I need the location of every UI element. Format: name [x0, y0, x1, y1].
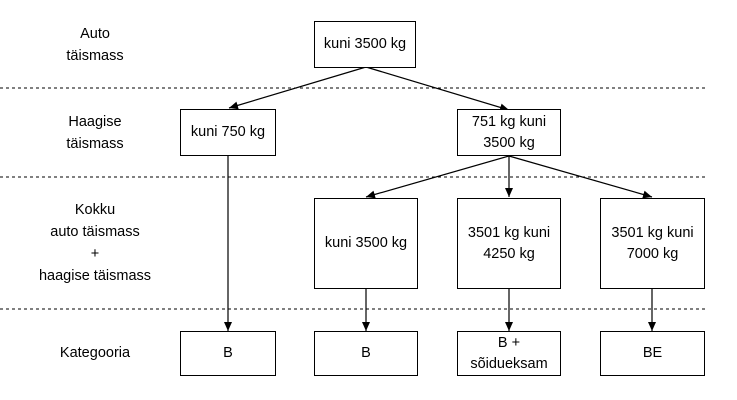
node-total-4250: 3501 kg kuni 4250 kg — [457, 198, 561, 289]
node-category-be: BE — [600, 331, 705, 376]
node-haagis-large: 751 kg kuni 3500 kg — [457, 109, 561, 156]
node-total-3500: kuni 3500 kg — [314, 198, 418, 289]
arrow-auto-to-haagis-small — [228, 66, 367, 110]
row-label-kokku: Kokku auto täismass + haagise täismass — [38, 202, 152, 284]
row-label-auto: Auto täismass — [66, 26, 124, 64]
node-category-b-exam: B + sõidueksam — [457, 331, 561, 376]
arrow-haagis-large-to-total-3500 — [365, 155, 510, 199]
row-label-kategooria: Kategooria — [59, 345, 131, 361]
node-category-b-1: B — [180, 331, 276, 376]
arrow-auto-to-haagis-large — [365, 66, 510, 112]
arrow-haagis-large-to-total-7000 — [508, 155, 653, 199]
row-label-haagis: Haagise täismass — [66, 114, 124, 152]
node-haagis-small: kuni 750 kg — [180, 109, 276, 156]
node-auto-max: kuni 3500 kg — [314, 21, 416, 68]
node-total-7000: 3501 kg kuni 7000 kg — [600, 198, 705, 289]
node-category-b-2: B — [314, 331, 418, 376]
